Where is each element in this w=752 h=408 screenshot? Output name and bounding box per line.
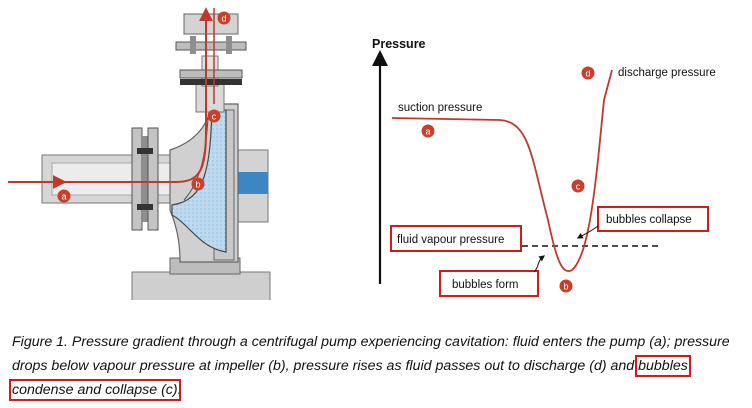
svg-text:c: c bbox=[212, 112, 217, 122]
svg-text:b: b bbox=[563, 282, 568, 292]
svg-text:d: d bbox=[585, 69, 590, 79]
bubbles-form-label: bubbles form bbox=[452, 279, 518, 291]
flow-path-arrow bbox=[64, 7, 213, 183]
svg-text:d: d bbox=[221, 14, 226, 24]
graph-marker-b: b bbox=[559, 279, 573, 293]
caption-highlight: bubbles condense and collapse (c) bbox=[9, 355, 691, 401]
svg-text:b: b bbox=[195, 180, 200, 190]
pressure-graph: Pressure discharge pressure suction pres… bbox=[372, 37, 716, 297]
discharge-pressure-label: discharge pressure bbox=[618, 67, 716, 79]
svg-text:c: c bbox=[576, 182, 581, 192]
caption-end: . bbox=[177, 382, 182, 398]
pump-marker-c: c bbox=[207, 109, 221, 123]
pump-marker-b: b bbox=[191, 177, 205, 191]
bubbles-collapse-box bbox=[597, 206, 709, 232]
pump-marker-a: a bbox=[57, 189, 71, 203]
graph-marker-d: d bbox=[581, 66, 595, 80]
svg-text:a: a bbox=[425, 127, 430, 137]
collapse-pointer-arrow bbox=[576, 225, 599, 239]
graph-marker-a: a bbox=[421, 124, 435, 138]
vapour-pressure-box bbox=[390, 225, 522, 252]
graph-marker-c: c bbox=[571, 179, 585, 193]
bubbles-collapse-label: bubbles collapse bbox=[606, 214, 692, 226]
suction-pressure-label: suction pressure bbox=[398, 102, 482, 114]
caption-text: Figure 1. Pressure gradient through a ce… bbox=[12, 334, 730, 374]
axis-arrowhead-icon bbox=[372, 50, 388, 66]
vapour-pressure-label: fluid vapour pressure bbox=[397, 234, 504, 246]
pressure-axis-label: Pressure bbox=[372, 37, 426, 51]
pressure-curve bbox=[391, 69, 613, 272]
svg-text:a: a bbox=[61, 192, 66, 202]
figure-caption: Figure 1. Pressure gradient through a ce… bbox=[9, 330, 748, 402]
form-pointer-arrow bbox=[533, 255, 545, 273]
cavitation-diagram: a b c d Pressure discharge pressure su bbox=[8, 7, 716, 300]
pump-marker-d: d bbox=[217, 11, 231, 25]
pump-cross-section bbox=[8, 7, 271, 300]
bubbles-form-box bbox=[439, 270, 539, 297]
